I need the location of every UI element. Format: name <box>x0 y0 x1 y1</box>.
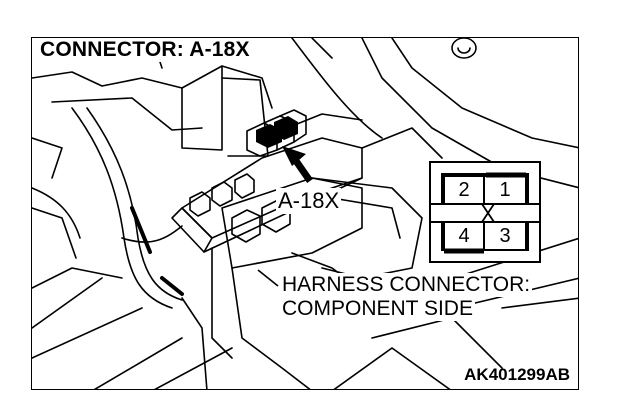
harness-note-line-2: COMPONENT SIDE <box>280 297 475 321</box>
note-leader-line <box>257 269 279 287</box>
pin-layout-diagram <box>429 161 541 263</box>
diagram-code: AK401299AB <box>464 365 570 384</box>
pin-2-label: 2 <box>458 178 470 201</box>
pin-4-label: 4 <box>458 224 470 247</box>
pin-3-label: 3 <box>499 224 511 247</box>
connector-callout-label: A-18X <box>276 188 342 214</box>
engine-bay-illustration <box>32 38 578 389</box>
harness-note-line-1: HARNESS CONNECTOR: <box>280 273 533 297</box>
diagram-frame: 2 1 4 3 CONNECTOR: A-18X A-18X HARNESS C… <box>31 37 579 390</box>
connector-title: CONNECTOR: A-18X <box>40 38 253 62</box>
pointer-arrow-icon <box>282 146 313 183</box>
target-connector <box>256 116 298 148</box>
pin-1-label: 1 <box>499 178 511 201</box>
